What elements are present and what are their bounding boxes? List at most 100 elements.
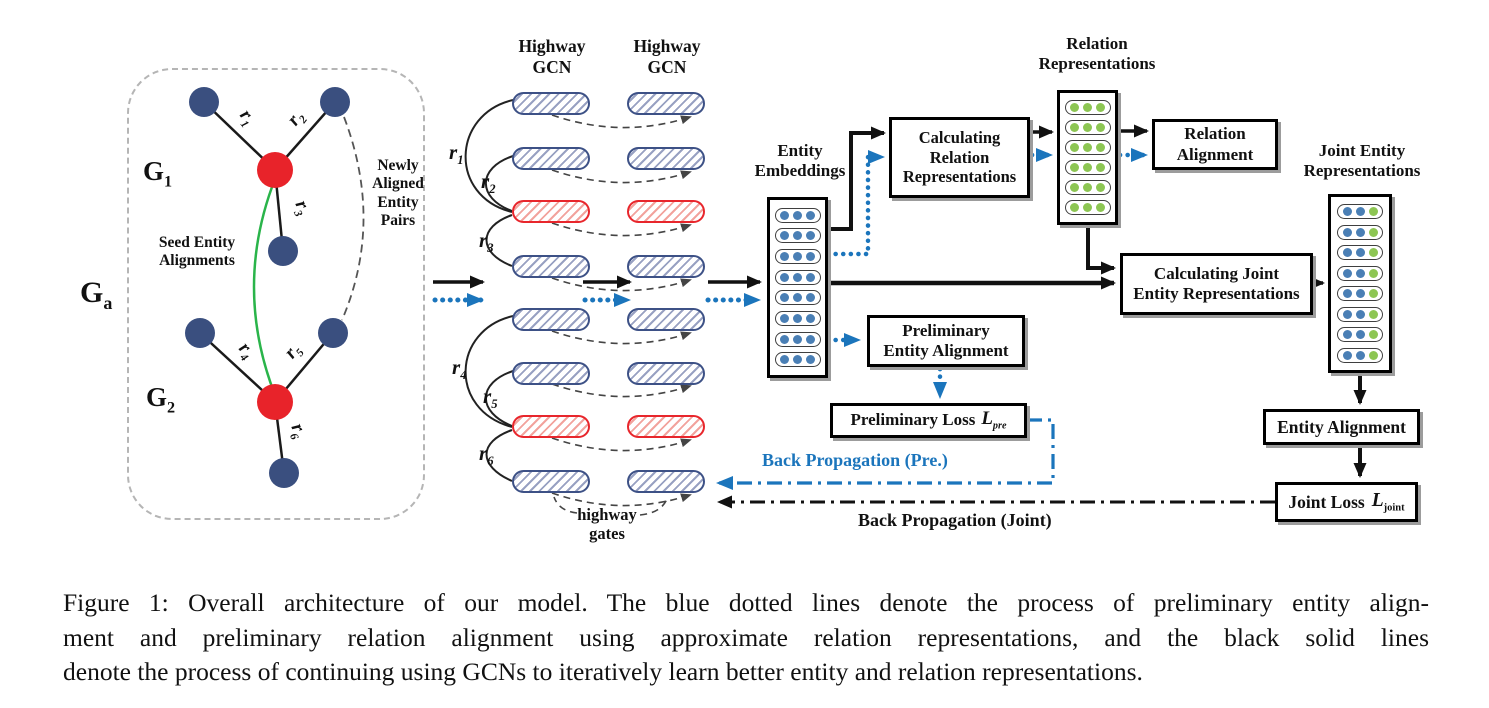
gcn-arc-r3 xyxy=(485,214,513,267)
blue-dot xyxy=(806,334,815,344)
interlayer-arc xyxy=(551,383,692,398)
aligned-entity-node xyxy=(257,152,293,188)
green-dot xyxy=(1070,103,1079,112)
relation-embedding-row xyxy=(1064,200,1111,215)
blue-dot xyxy=(793,355,802,365)
green-dot xyxy=(1096,163,1105,172)
joint-embedding-row xyxy=(1337,265,1383,281)
blue-dot xyxy=(1355,309,1365,319)
highway-gates-pointer xyxy=(639,498,668,516)
relation-embedding-column xyxy=(1057,90,1118,225)
entity-node xyxy=(320,87,350,117)
gcn-layer2-pill-7-red xyxy=(627,415,705,438)
gcn-layer2-pill-2-blue xyxy=(627,147,705,170)
blue-dot xyxy=(793,334,802,344)
graph-g2-label: G2 xyxy=(146,382,176,417)
blue-dot xyxy=(780,251,789,261)
joint-loss-box: Joint Loss Ljoint xyxy=(1275,482,1418,522)
green-dot xyxy=(1368,289,1378,299)
entity-embedding-column xyxy=(767,197,828,378)
seed-alignment-line xyxy=(252,186,274,388)
interlayer-arc xyxy=(551,114,692,129)
gcn-label-r5: r5 xyxy=(483,384,498,412)
gcn-layer2-pill-4-blue xyxy=(627,255,705,278)
green-dot xyxy=(1368,248,1378,258)
joint-embedding-row xyxy=(1337,245,1383,261)
blue-dot xyxy=(806,231,815,241)
gcn-layer2-pill-6-blue xyxy=(627,362,705,385)
gcn-layer1-pill-6-blue xyxy=(512,362,590,385)
caption-line: Figure 1: Overall architecture of our mo… xyxy=(63,588,1429,617)
entity-alignment-box: Entity Alignment xyxy=(1263,409,1420,445)
relation-embedding-row xyxy=(1064,100,1111,115)
blue-dot xyxy=(806,355,815,365)
relation-embedding-row xyxy=(1064,180,1111,195)
forward-flow-arrows xyxy=(432,275,762,307)
gcn-layer1-pill-2-blue xyxy=(512,147,590,170)
preliminary-loss-box: Preliminary Loss Lpre xyxy=(830,403,1027,438)
blue-dot xyxy=(1355,227,1365,237)
green-dot xyxy=(1096,183,1105,192)
gcn-label-r1: r1 xyxy=(449,140,464,168)
blue-dot xyxy=(780,210,789,220)
entity-to-calcrel-blue xyxy=(825,150,885,257)
green-dot xyxy=(1368,207,1378,217)
green-dot xyxy=(1070,203,1079,212)
gcn-label-r2: r2 xyxy=(481,169,496,197)
green-dot xyxy=(1096,103,1105,112)
gcn-layer2-pill-5-blue xyxy=(627,308,705,331)
blue-dot xyxy=(793,272,802,282)
entity-embedding-row xyxy=(774,290,821,306)
entity-embedding-row xyxy=(774,207,821,223)
gcn-arc-r5 xyxy=(485,370,514,427)
joint-embedding-row xyxy=(1337,327,1383,343)
gcn-layer2-pill-1-blue xyxy=(627,92,705,115)
blue-dot xyxy=(1342,330,1352,340)
relcol-to-calcjoint xyxy=(1086,227,1116,275)
blue-dot xyxy=(806,210,815,220)
entity-embedding-row xyxy=(774,228,821,244)
blue-dot xyxy=(780,272,789,282)
blue-dot xyxy=(780,231,789,241)
blue-dot xyxy=(1342,289,1352,299)
gcn-arc-r6 xyxy=(485,429,513,482)
solid-connectors xyxy=(828,124,1367,478)
blue-dot xyxy=(780,355,789,365)
entity-node xyxy=(185,318,215,348)
gcn-layer1-pill-8-blue xyxy=(512,470,590,493)
green-dot xyxy=(1083,123,1092,132)
entity-node xyxy=(189,87,219,117)
green-dot xyxy=(1368,268,1378,278)
blue-dot xyxy=(1342,207,1352,217)
blue-dot xyxy=(1355,330,1365,340)
highway-gates-pointer xyxy=(553,496,578,514)
entity-embedding-row xyxy=(774,352,821,368)
gcn-layer2-pill-3-red xyxy=(627,200,705,223)
backprop-pre-line xyxy=(716,418,1055,490)
blue-dot xyxy=(1355,350,1365,360)
aligned-entity-node xyxy=(257,384,293,420)
entity-node xyxy=(269,458,299,488)
gcn-label-r6: r6 xyxy=(479,441,494,469)
gcn-layer1-pill-7-red xyxy=(512,415,590,438)
green-dot xyxy=(1083,203,1092,212)
blue-dot xyxy=(780,313,789,323)
back-propagation-pre-label: Back Propagation (Pre.) xyxy=(762,450,948,470)
caption-line: denote the process of continuing using G… xyxy=(63,657,1143,686)
entity-embedding-row xyxy=(774,331,821,347)
entity-embedding-row xyxy=(774,269,821,285)
green-dot xyxy=(1368,330,1378,340)
interlayer-arc xyxy=(551,437,692,452)
relation-embedding-row xyxy=(1064,120,1111,135)
green-dot xyxy=(1083,143,1092,152)
joint-embedding-row xyxy=(1337,286,1383,302)
blue-dot xyxy=(780,293,789,303)
gcn-arc-r4 xyxy=(464,315,514,428)
